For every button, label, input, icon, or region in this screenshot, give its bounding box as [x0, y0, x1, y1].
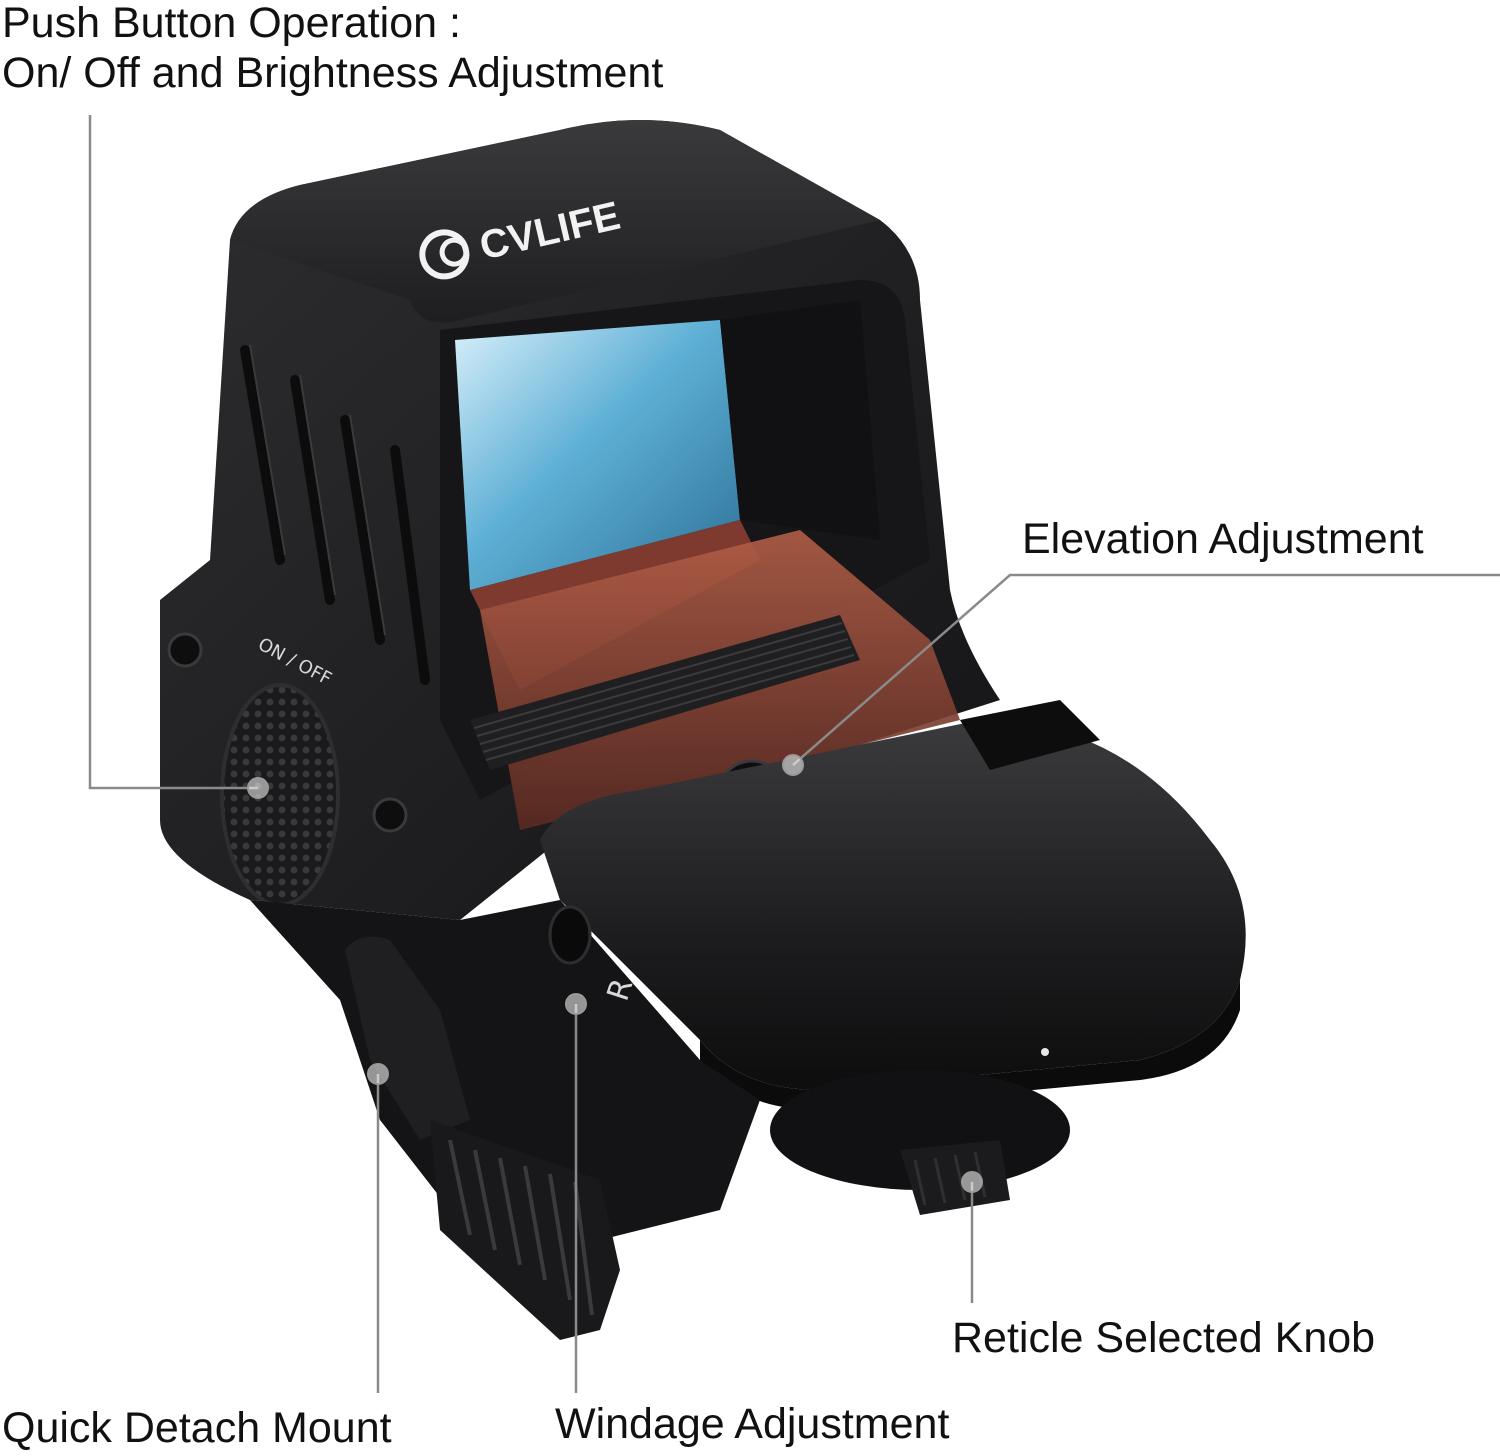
windage-callout: Windage Adjustment [555, 1400, 950, 1448]
elevation-dot [782, 754, 804, 776]
push-button-dot [247, 777, 269, 799]
lens-window [440, 280, 960, 831]
callout-leaders [88, 115, 1500, 1393]
reticle-callout: Reticle Selected Knob [952, 1314, 1376, 1362]
push-button-callout-line2: On/ Off and Brightness Adjustment [2, 49, 664, 97]
callout-dots [247, 754, 983, 1193]
reticle-dot [961, 1171, 983, 1193]
elevation-callout: Elevation Adjustment [1022, 515, 1424, 563]
mount-assembly: R [250, 900, 1070, 1340]
quick-detach-dot [367, 1063, 389, 1085]
quick-detach-callout: Quick Detach Mount [2, 1404, 392, 1452]
push-button-callout-line1: Push Button Operation : [2, 0, 461, 47]
front-hood [540, 700, 1246, 1110]
windage-dot [565, 993, 587, 1015]
